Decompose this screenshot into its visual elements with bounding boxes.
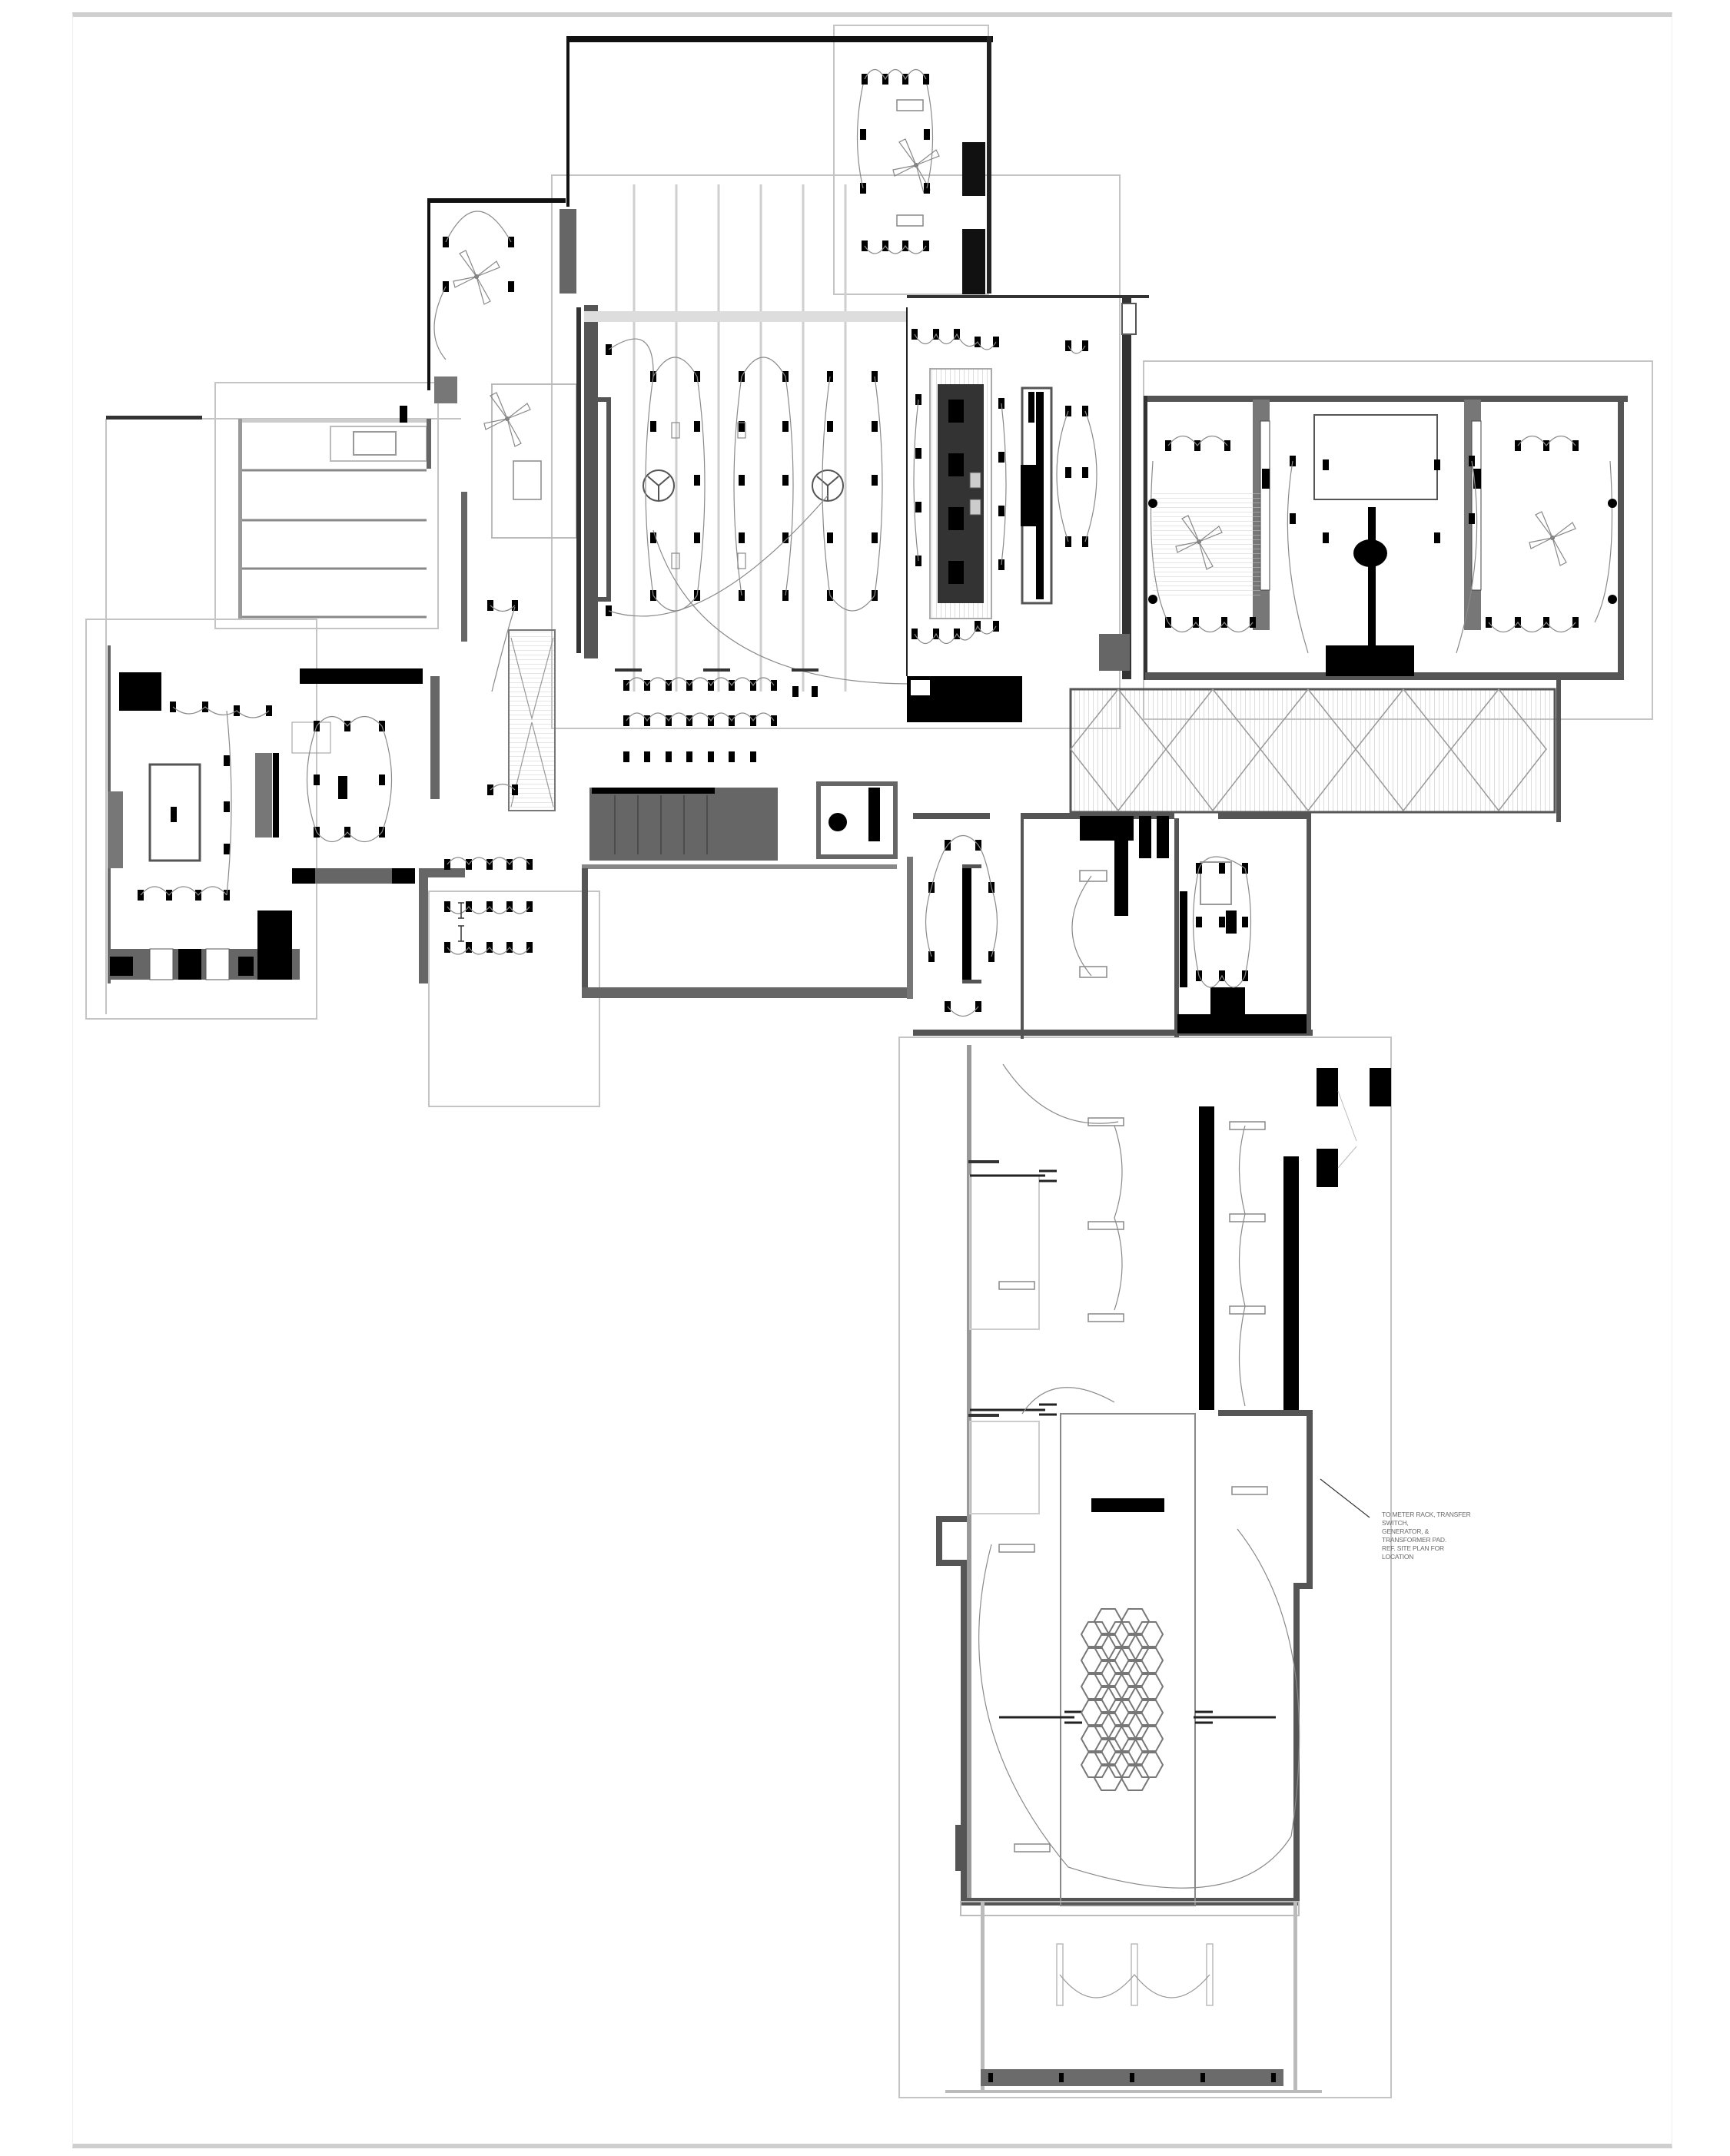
service-note: TO METER RACK, TRANSFER SWITCH, GENERATO…	[1382, 1511, 1474, 1561]
wall-sconces	[1039, 1169, 1213, 1724]
room-west-upper-bedroom	[427, 198, 577, 539]
hexagon-feature-tile	[1081, 1608, 1164, 1791]
room-hallway-west	[419, 492, 533, 983]
area-garage-terrace	[106, 406, 431, 619]
room-south-wing	[936, 1045, 1313, 1916]
service-note-line-3: REF. SITE PLAN FOR LOCATION	[1382, 1544, 1444, 1561]
guide-lines	[85, 25, 1653, 2098]
room-kitchen	[907, 295, 1149, 722]
room-west-suite	[108, 645, 423, 983]
service-note-line-1: TO METER RACK, TRANSFER SWITCH,	[1382, 1511, 1471, 1527]
room-stair-hall	[508, 629, 913, 999]
room-east-bedroom-wing	[1144, 396, 1628, 680]
room-middle-cluster	[913, 813, 1391, 1187]
drawing-sheet-frame	[72, 12, 1672, 2148]
room-screened-walkway	[1069, 676, 1561, 822]
area-south-terrace	[945, 1902, 1322, 2093]
service-leader-line	[1320, 1478, 1370, 1518]
service-note-line-2: GENERATOR, & TRANSFORMER PAD.	[1382, 1527, 1447, 1544]
room-north-bedroom	[566, 36, 993, 294]
room-great-room	[576, 184, 911, 692]
